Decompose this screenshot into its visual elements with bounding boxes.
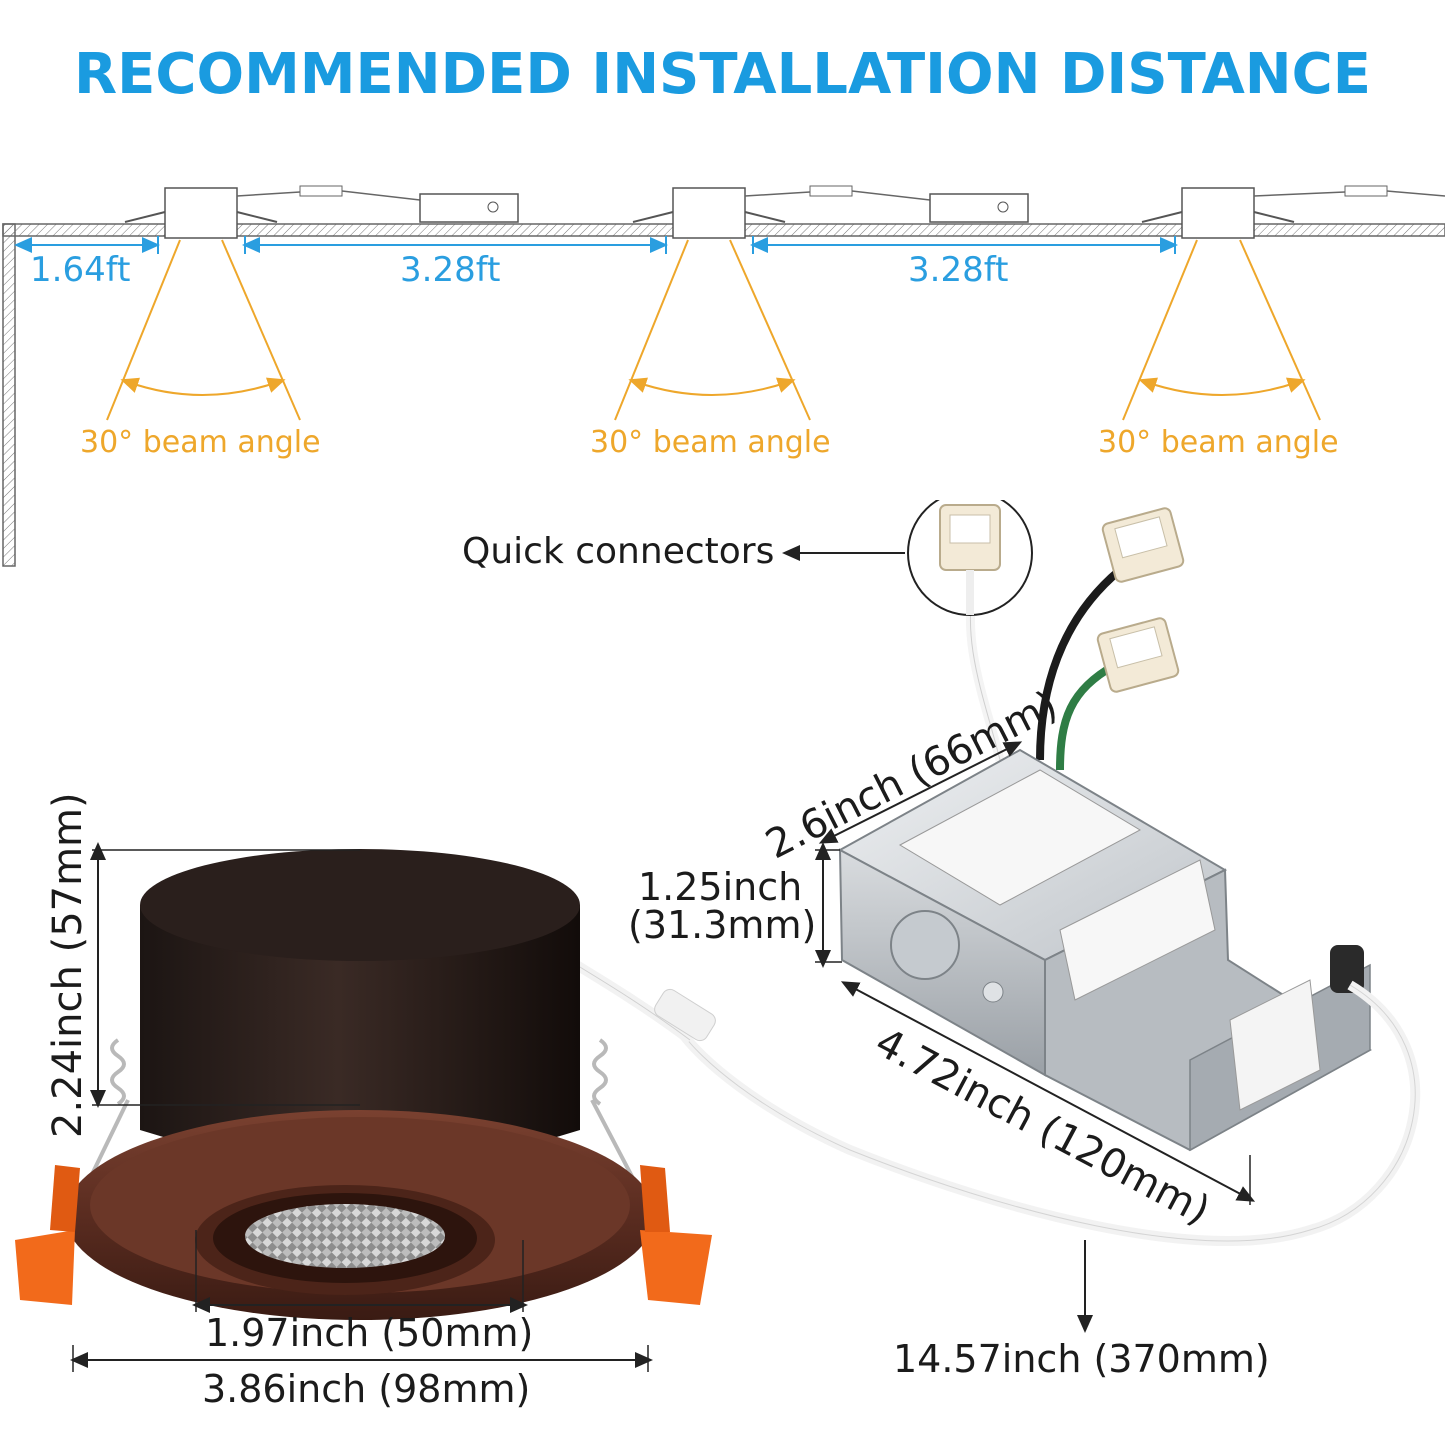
spacing-label-between-1: 3.28ft — [400, 250, 501, 290]
page-title: RECOMMENDED INSTALLATION DISTANCE — [73, 42, 1372, 107]
box-length-dim-line — [840, 981, 1256, 1202]
ceiling-fixture-2 — [632, 185, 1029, 239]
quick-connectors-label: Quick connectors — [462, 531, 775, 572]
beam-angle-label-1: 30° beam angle — [80, 425, 321, 460]
beam-angle-label-3: 30° beam angle — [1098, 425, 1339, 460]
spacing-label-wall: 1.64ft — [30, 250, 131, 290]
beam-cone-3 — [1122, 239, 1321, 421]
spacing-label-between-2: 3.28ft — [908, 250, 1009, 290]
beam-angle-label-2: 30° beam angle — [590, 425, 831, 460]
beam-cone-2 — [614, 239, 811, 421]
box-width-dim-line — [818, 741, 1023, 844]
quick-connector-callout — [907, 500, 1033, 616]
trim-diameter-label: 3.86inch (98mm) — [202, 1367, 531, 1411]
box-height-mm-label: (31.3mm) — [628, 903, 817, 947]
box-height-inch-label: 1.25inch — [638, 865, 803, 909]
beam-cone-1 — [106, 239, 301, 421]
ceiling-fixture-1 — [124, 185, 519, 239]
aperture-label: 1.97inch (50mm) — [205, 1311, 534, 1355]
connector-green — [1096, 617, 1180, 693]
installation-diagram — [2, 185, 1445, 567]
light-height-label: 2.24inch (57mm) — [45, 792, 91, 1138]
ceiling-fixture-3 — [1141, 185, 1445, 239]
product-illustration — [15, 500, 1421, 1372]
cable-length-label: 14.57inch (370mm) — [893, 1337, 1270, 1381]
downlight — [15, 849, 716, 1320]
connector-black — [1101, 507, 1185, 583]
